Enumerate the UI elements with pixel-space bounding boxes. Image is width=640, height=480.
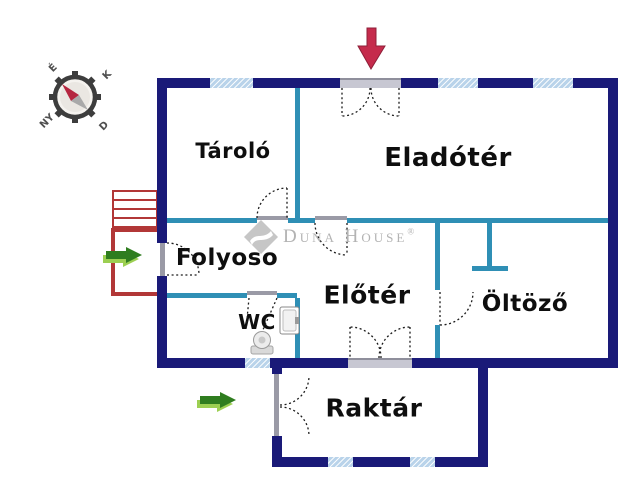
interior-wall-stub-cap <box>472 266 508 271</box>
room-label-storage: Tároló <box>195 139 271 163</box>
interior-wall-wc <box>295 298 300 358</box>
interior-wall-stub <box>487 223 492 268</box>
exterior-stairs <box>112 190 158 228</box>
door-corridor-foyer-leaf <box>315 216 347 220</box>
interior-wall-storage <box>295 88 300 218</box>
window-sales-2 <box>533 78 573 88</box>
wall-right <box>608 78 618 368</box>
watermark-brand-text: Duna House <box>283 226 408 247</box>
room-label-sales-area: Eladótér <box>384 143 512 173</box>
compass-label-south: D <box>98 120 112 134</box>
main-entrance-arrow-icon <box>357 27 386 70</box>
door-main-entrance <box>340 78 401 88</box>
registered-mark: ® <box>407 226 415 237</box>
door-wc <box>247 293 277 298</box>
compass-label-east: K <box>101 68 115 82</box>
room-label-wc: WC <box>238 310 276 334</box>
door-storage-leaf <box>257 216 288 220</box>
room-label-foyer: Előtér <box>323 280 411 310</box>
watermark-brand: Duna House® <box>283 226 414 248</box>
window-sales-1 <box>438 78 478 88</box>
window-wc <box>245 358 270 368</box>
compass-label-west: NY <box>38 111 57 130</box>
compass-needle-north <box>62 84 79 101</box>
window-storage <box>210 78 253 88</box>
door-dressing <box>435 290 440 325</box>
compass-needle-south <box>71 95 88 110</box>
interior-wall-corridor-lower <box>167 293 297 298</box>
door-warehouse-entrance-leaf <box>274 374 279 436</box>
wall-left <box>157 78 167 368</box>
toilet-icon <box>250 331 274 355</box>
warehouse-entrance-arrow-icon <box>197 392 236 412</box>
warehouse-wall-bottom <box>272 457 488 467</box>
door-foyer-warehouse <box>348 358 412 368</box>
compass-rose-icon: É K NY D <box>38 61 115 134</box>
door-side-entrance-leaf <box>160 243 165 276</box>
interior-wall-corridor-upper <box>167 218 608 223</box>
warehouse-wall-right <box>478 358 488 467</box>
window-warehouse-1 <box>328 457 353 467</box>
door-wc-leaf <box>247 291 277 295</box>
room-label-dressing-room: Öltöző <box>481 291 569 317</box>
window-warehouse-2 <box>410 457 435 467</box>
room-label-corridor: Folyoso <box>175 245 279 271</box>
room-label-warehouse: Raktár <box>325 393 423 423</box>
compass-label-north: É <box>46 61 60 75</box>
exterior-landing <box>111 228 161 296</box>
door-corridor-foyer <box>315 218 347 223</box>
